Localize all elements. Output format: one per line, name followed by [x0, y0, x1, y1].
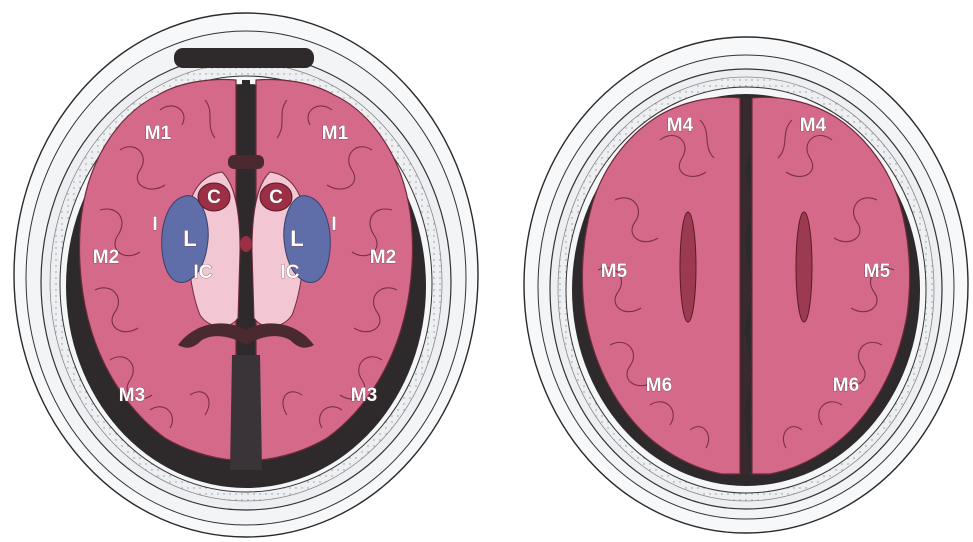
- label-m6-left: M6: [646, 375, 672, 396]
- left-posterior-fissure: [230, 355, 262, 470]
- label-m3-right: M3: [351, 385, 377, 406]
- label-internal-capsule-left: IC: [194, 262, 213, 283]
- label-m2-left: M2: [93, 247, 119, 268]
- label-m5-right: M5: [864, 261, 891, 282]
- left-axial-section: [14, 13, 478, 537]
- label-m5-left: M5: [601, 261, 628, 282]
- label-m2-right: M2: [370, 247, 396, 268]
- label-caudate-right: C: [269, 187, 283, 208]
- label-m1-left: M1: [145, 123, 172, 144]
- label-m4-right: M4: [800, 115, 827, 136]
- label-lentiform-left: L: [183, 226, 196, 251]
- label-insula-right: I: [331, 214, 336, 235]
- left-third-ventricle: [240, 236, 252, 252]
- label-internal-capsule-right: IC: [281, 262, 300, 283]
- label-lentiform-right: L: [290, 226, 303, 251]
- right-axial-section: [524, 37, 968, 533]
- left-frontal-horn: [228, 155, 264, 169]
- label-m4-left: M4: [667, 115, 694, 136]
- right-ventricle-right: [796, 212, 812, 322]
- left-frontal-sinus-bar: [174, 48, 314, 68]
- label-caudate-left: C: [207, 187, 221, 208]
- label-m1-right: M1: [322, 123, 349, 144]
- label-insula-left: I: [152, 214, 157, 235]
- label-m3-left: M3: [119, 385, 145, 406]
- left-anterior-fissure: [242, 80, 250, 150]
- right-ventricle-left: [680, 212, 696, 322]
- label-m6-right: M6: [833, 375, 859, 396]
